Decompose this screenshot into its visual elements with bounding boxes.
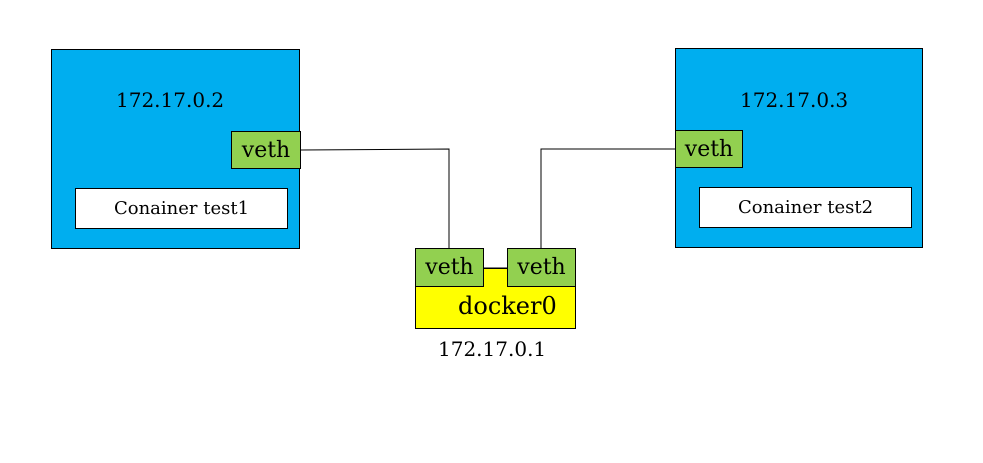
container-test2-ip: 172.17.0.3: [740, 88, 849, 112]
bridge-veth-left: veth: [415, 248, 484, 287]
link-veth-c1-to-bridge: [300, 148, 450, 248]
docker0-bridge-label: docker0: [458, 292, 557, 320]
container-test1-veth: veth: [231, 131, 301, 169]
container-test2-veth: veth: [675, 130, 743, 168]
container-test1-name: Conainer test1: [75, 188, 288, 229]
container-test1-ip: 172.17.0.2: [116, 88, 225, 112]
link-veth-c2-to-bridge: [540, 148, 675, 248]
bridge-veth-right: veth: [507, 248, 576, 287]
docker0-bridge-ip: 172.17.0.1: [438, 337, 547, 361]
container-test2-name: Conainer test2: [699, 187, 912, 228]
